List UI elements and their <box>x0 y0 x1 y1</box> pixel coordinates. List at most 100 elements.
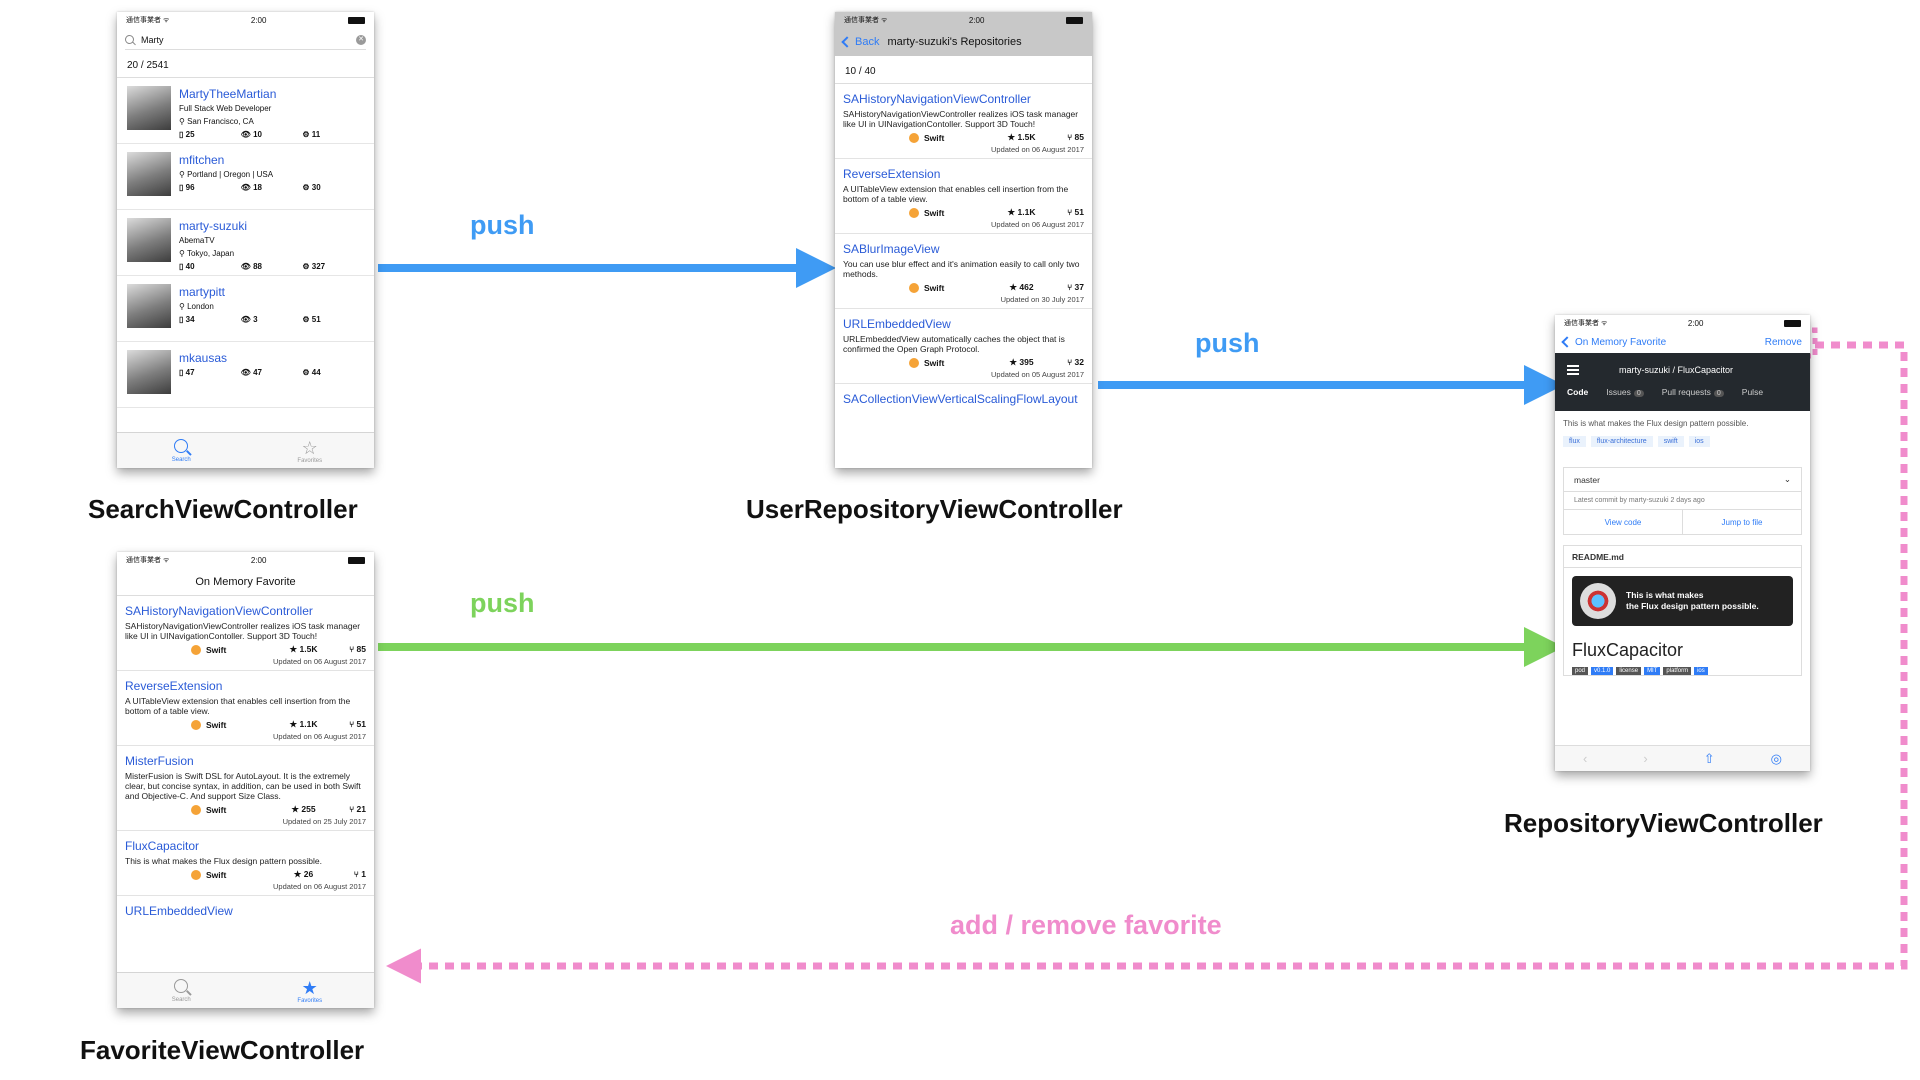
search-input[interactable]: Marty <box>141 34 164 45</box>
tab-pulse[interactable]: Pulse <box>1741 387 1764 397</box>
repo-name[interactable]: ReverseExtension <box>125 679 223 693</box>
repo-name[interactable]: SAHistoryNavigationViewController <box>125 604 313 618</box>
shield-badge: ios <box>1694 667 1708 675</box>
repo-language: Swift <box>191 644 272 655</box>
topic-tag[interactable]: flux <box>1563 436 1586 447</box>
location-pin-icon: ⚲ <box>179 117 188 126</box>
back-label: Back <box>855 36 880 48</box>
topic-tag[interactable]: swift <box>1657 436 1684 447</box>
location-text: Portland | Oregon | USA <box>187 170 274 179</box>
eye-icon: 👁 <box>240 262 254 271</box>
repo-updated: Updated on 06 August 2017 <box>991 220 1084 229</box>
star-filled-icon: ★ <box>301 977 318 998</box>
topic-tag[interactable]: ios <box>1688 436 1710 447</box>
language-name: Swift <box>206 804 227 815</box>
clear-icon[interactable]: ✕ <box>356 34 366 45</box>
repo-updated: Updated on 25 July 2017 <box>282 817 366 826</box>
table-row[interactable]: mkausas▯ 47👁 47⚙ 44 <box>117 342 374 408</box>
tab-favorites[interactable]: ☆ Favorites <box>246 433 375 468</box>
repo-name[interactable]: MisterFusion <box>125 754 194 768</box>
branch-selector[interactable]: master⌄ <box>1564 468 1801 492</box>
remove-button[interactable]: Remove <box>1764 336 1802 348</box>
battery-icon <box>1065 16 1083 24</box>
repo-name[interactable]: URLEmbeddedView <box>843 317 951 331</box>
stat-watchers: 👁 3 <box>241 313 303 326</box>
search-bar[interactable]: Marty ✕ <box>125 30 366 50</box>
stat-repos: ▯ 40 <box>179 260 241 273</box>
list-item[interactable]: ReverseExtension A UITableView extension … <box>117 671 374 746</box>
caption-repository-view-controller: RepositoryViewController <box>1504 808 1823 838</box>
compass-icon[interactable]: ◎ <box>1770 750 1782 766</box>
repo-forks: ⑂ 21 <box>349 804 366 814</box>
topic-tag[interactable]: flux-architecture <box>1590 436 1653 447</box>
stat-value: 34 <box>185 315 195 324</box>
user-location: ⚲ London <box>179 300 364 313</box>
language-dot-icon <box>191 719 201 730</box>
search-tab-icon <box>174 438 189 453</box>
repo-updated: Updated on 06 August 2017 <box>273 882 366 891</box>
user-name[interactable]: marty-suzuki <box>179 219 248 233</box>
repo-name[interactable]: ReverseExtension <box>843 167 941 181</box>
language-dot-icon <box>909 207 919 218</box>
browser-toolbar: ‹ › ⇧ ◎ <box>1555 745 1810 771</box>
shield-badge: platform <box>1663 667 1692 675</box>
repo-name[interactable]: FluxCapacitor <box>125 839 200 853</box>
repo-description: SAHistoryNavigationViewController realiz… <box>843 109 1079 129</box>
tab-search[interactable]: Search <box>117 973 246 1008</box>
push-label-2: push <box>1195 328 1260 358</box>
user-stats: ▯ 47👁 47⚙ 44 <box>179 366 364 379</box>
list-item[interactable]: URLEmbeddedView <box>117 896 374 923</box>
gist-icon: ⚙ <box>302 368 312 377</box>
pulls-count-badge: 0 <box>1713 390 1724 397</box>
user-name[interactable]: martypitt <box>179 285 226 299</box>
view-code-button[interactable]: View code <box>1604 517 1642 527</box>
language-dot-icon <box>909 132 919 143</box>
chevron-left-icon <box>1561 336 1573 348</box>
battery-icon <box>1783 319 1801 327</box>
jump-to-file-button[interactable]: Jump to file <box>1682 510 1801 534</box>
share-icon[interactable]: ⇧ <box>1703 750 1715 766</box>
tab-code[interactable]: Code <box>1567 387 1589 397</box>
back-button[interactable]: On Memory Favorite <box>1561 336 1666 348</box>
table-row[interactable]: mfitchen⚲ Portland | Oregon | USA▯ 96👁 1… <box>117 144 374 210</box>
repo-name[interactable]: SAHistoryNavigationViewController <box>843 92 1031 106</box>
language-name: Swift <box>206 719 227 730</box>
user-name[interactable]: mkausas <box>179 351 228 365</box>
menu-icon[interactable] <box>1567 365 1579 375</box>
tab-search[interactable]: Search <box>117 433 246 468</box>
repo-forks: ⑂ 51 <box>1067 207 1084 217</box>
stat-repos: ▯ 47 <box>179 366 241 379</box>
tab-search-label: Search <box>171 996 191 1003</box>
status-bar: 通信事業者 ᯤ 2:00 <box>835 12 1092 28</box>
back-button[interactable]: Back <box>841 36 880 48</box>
repo-stars: ★ 255 <box>291 804 316 814</box>
back-arrow-icon[interactable]: ‹ <box>1583 751 1588 766</box>
list-item[interactable]: SACollectionViewVerticalScalingFlowLayou… <box>835 384 1092 411</box>
eye-icon: 👁 <box>240 368 254 377</box>
tab-favorites[interactable]: ★ Favorites <box>246 973 375 1008</box>
user-name[interactable]: mfitchen <box>179 153 225 167</box>
forward-arrow-icon[interactable]: › <box>1643 751 1648 766</box>
favorite-label: add / remove favorite <box>950 910 1222 940</box>
user-name[interactable]: MartyTheeMartian <box>179 87 277 101</box>
repo-forks: ⑂ 85 <box>349 644 366 654</box>
repo-name[interactable]: SABlurImageView <box>843 242 940 256</box>
battery-icon <box>347 16 365 24</box>
repo-meta: Swift★ 395⑂ 32 <box>843 357 1084 368</box>
table-row[interactable]: martypitt⚲ London▯ 34👁 3⚙ 51 <box>117 276 374 342</box>
user-location: ⚲ San Francisco, CA <box>179 115 364 128</box>
repo-description: A UITableView extension that enables cel… <box>125 696 351 716</box>
